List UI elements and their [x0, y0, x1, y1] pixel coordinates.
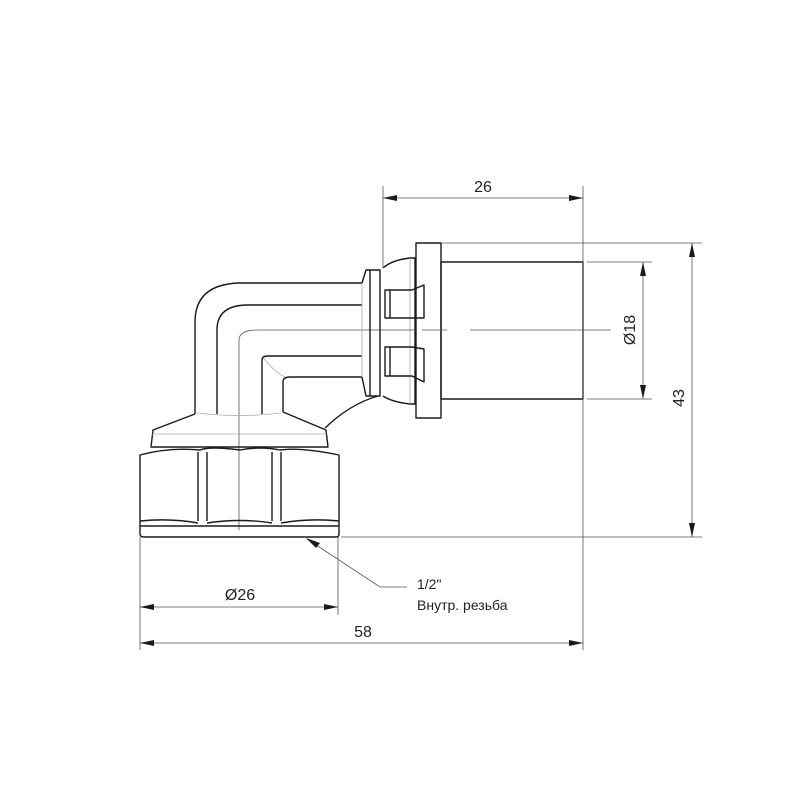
thread-size-label: 1/2" [417, 576, 441, 592]
dimension-overall-width: 58 [140, 624, 583, 646]
press-sleeve [382, 242, 611, 419]
dim-label-d18: Ø18 [622, 315, 639, 345]
dimension-socket-length: 26 [382, 179, 584, 650]
dim-label-58: 58 [354, 624, 372, 641]
dimension-nut-diameter: Ø26 [139, 537, 339, 650]
dim-label-d26: Ø26 [225, 587, 255, 604]
elbow-body [194, 269, 400, 530]
thread-callout: 1/2" Внутр. резьба [306, 538, 508, 613]
thread-type-label: Внутр. резьба [417, 597, 508, 613]
dimension-pipe-diameter: Ø18 [587, 261, 652, 400]
union-nut [139, 411, 340, 538]
dim-label-43: 43 [671, 389, 688, 407]
dimension-overall-height: 43 [341, 242, 702, 538]
dim-label-26: 26 [474, 179, 492, 196]
